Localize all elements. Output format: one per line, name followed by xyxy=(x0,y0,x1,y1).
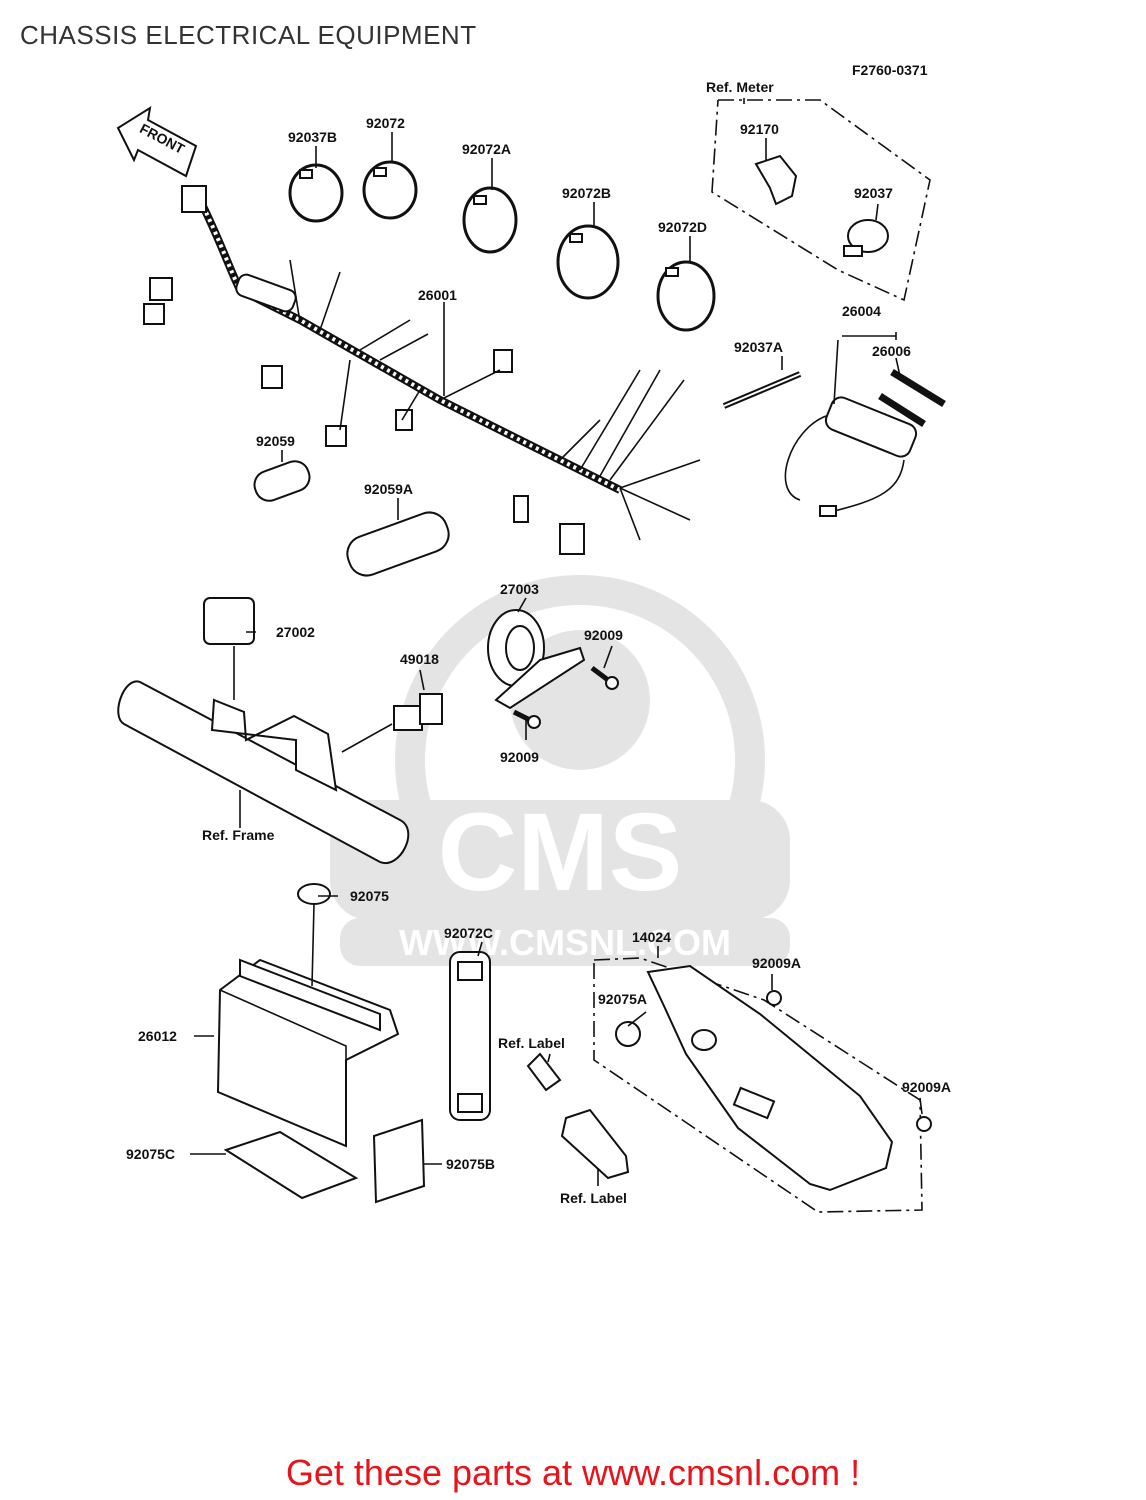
relay-27002 xyxy=(203,597,255,700)
band-92037B xyxy=(288,163,344,223)
label-ref-frame: Ref. Frame xyxy=(202,827,275,843)
bolt-92009A-bottom xyxy=(916,1116,932,1132)
label-92009A-top: 92009A xyxy=(752,955,801,971)
label-ref-label-top: Ref. Label xyxy=(498,1035,565,1051)
label-92059: 92059 xyxy=(256,433,295,449)
wire-harness-26001 xyxy=(143,185,701,555)
connector-49018 xyxy=(341,693,443,753)
part-labels: 92037B 92072 92072A 92072B 92072D Ref. M… xyxy=(126,79,951,1206)
footer-shop-link[interactable]: Get these parts at www.cmsnl.com ! xyxy=(285,1452,861,1493)
label-92072B: 92072B xyxy=(562,185,611,201)
battery-26012 xyxy=(216,958,400,1148)
page-title: CHASSIS ELECTRICAL EQUIPMENT xyxy=(20,20,477,50)
sleeve-92059 xyxy=(253,460,311,502)
label-27003: 27003 xyxy=(500,581,539,597)
label-92009A-bottom: 92009A xyxy=(902,1079,951,1095)
label-ref-label-bottom: Ref. Label xyxy=(560,1190,627,1206)
label-26006: 26006 xyxy=(872,343,911,359)
sleeve-92059A xyxy=(346,511,450,577)
label-92075: 92075 xyxy=(350,888,389,904)
battery-case-14024 xyxy=(646,964,894,1192)
ref-meter-outline xyxy=(711,99,931,302)
label-92037A: 92037A xyxy=(734,339,783,355)
bolt-92009-top xyxy=(590,666,619,690)
label-92037: 92037 xyxy=(854,185,893,201)
strap-92072C xyxy=(449,951,491,1121)
label-92075C: 92075C xyxy=(126,1146,175,1162)
label-26012: 26012 xyxy=(138,1028,177,1044)
pad-92075C xyxy=(223,1130,359,1200)
cap-92075 xyxy=(297,883,331,987)
watermark-brand: CMS xyxy=(438,791,682,914)
bolt-92009A-top xyxy=(766,990,782,1006)
ref-label-bottom xyxy=(560,1108,630,1180)
label-92072C: 92072C xyxy=(444,925,493,941)
label-92037B: 92037B xyxy=(288,129,337,145)
leader-lines xyxy=(190,98,923,1186)
label-49018: 49018 xyxy=(400,651,439,667)
label-26001: 26001 xyxy=(418,287,457,303)
label-92075A: 92075A xyxy=(598,991,647,1007)
band-92072 xyxy=(362,160,418,220)
watermark-logo: CMS WWW.CMSNL.COM xyxy=(330,575,790,966)
label-92170: 92170 xyxy=(740,121,779,137)
label-92059A: 92059A xyxy=(364,481,413,497)
strap-92037A xyxy=(722,371,802,409)
band-92072B xyxy=(556,224,620,300)
label-26004: 26004 xyxy=(842,303,881,319)
label-14024: 14024 xyxy=(632,929,671,945)
grommet-92075A xyxy=(615,1021,641,1047)
horn-27003 xyxy=(487,609,586,710)
bolt-92009-bottom xyxy=(512,709,541,729)
label-92072A: 92072A xyxy=(462,141,511,157)
label-27002: 27002 xyxy=(276,624,315,640)
battery-case-outline xyxy=(593,957,923,1213)
clamp-92037 xyxy=(843,219,889,257)
pad-92075B xyxy=(372,1118,426,1204)
ref-frame xyxy=(117,680,410,865)
label-ref-meter: Ref. Meter xyxy=(706,79,774,95)
front-arrow-icon: FRONT xyxy=(116,105,198,178)
label-92009-bottom: 92009 xyxy=(500,749,539,765)
label-92072: 92072 xyxy=(366,115,405,131)
band-92072A xyxy=(462,186,518,254)
label-92072D: 92072D xyxy=(658,219,707,235)
fuse-holder-26004 xyxy=(784,396,918,517)
label-92075B: 92075B xyxy=(446,1156,495,1172)
fuse-26006 xyxy=(878,369,946,427)
ref-label-top xyxy=(526,1052,562,1092)
clamp-92170 xyxy=(754,154,798,206)
figure-code: F2760-0371 xyxy=(852,62,928,78)
band-92072D xyxy=(656,260,716,332)
label-92009-top: 92009 xyxy=(584,627,623,643)
